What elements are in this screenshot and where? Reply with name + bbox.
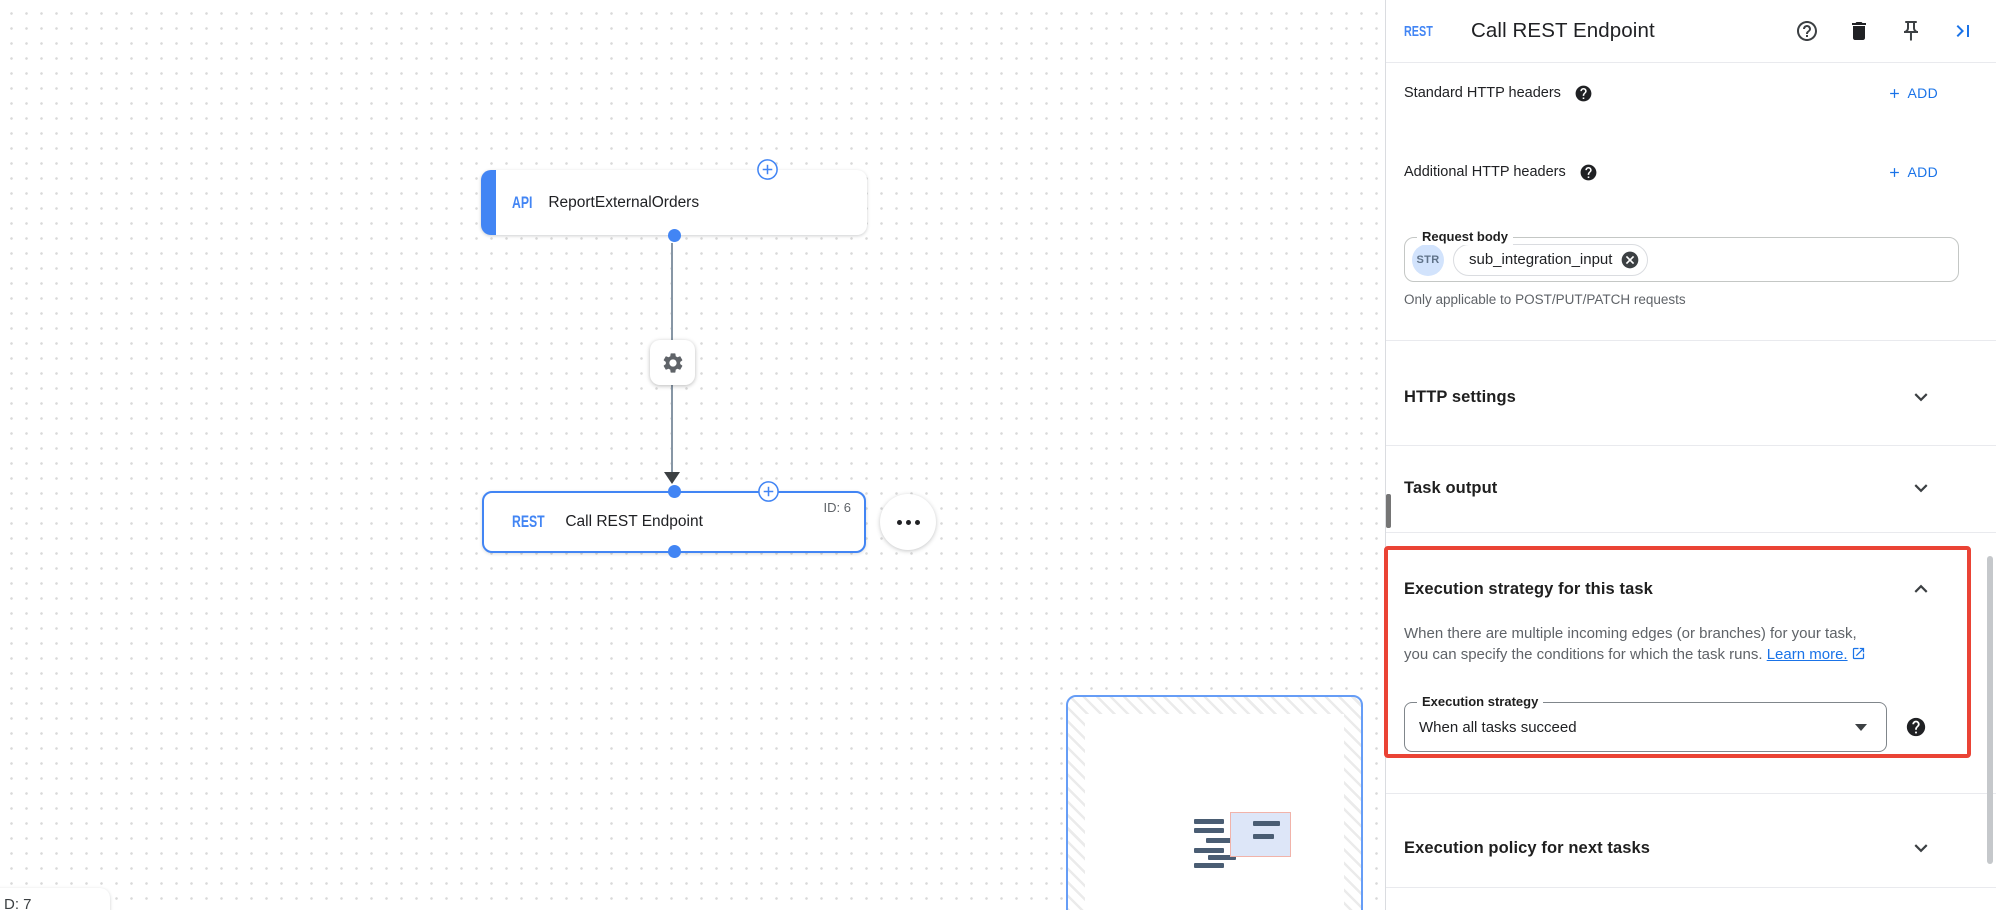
workflow-canvas[interactable]: API ReportExternalOrders REST Call REST …	[0, 0, 1385, 910]
panel-header: REST Call REST Endpoint	[1386, 0, 1996, 62]
add-standard-header-button[interactable]: ADD	[1887, 85, 1938, 101]
collapse-panel-icon[interactable]	[1951, 19, 1975, 43]
chevron-up-icon[interactable]	[1908, 576, 1934, 602]
string-type-chip: STR	[1412, 243, 1444, 276]
input-port[interactable]	[667, 485, 681, 498]
more-dots-icon	[896, 519, 902, 525]
open-in-new-icon[interactable]	[1851, 646, 1866, 667]
edge-arrowhead-icon	[664, 472, 680, 484]
edge-settings-button[interactable]	[650, 340, 695, 385]
trigger-node-label: ReportExternalOrders	[548, 193, 700, 211]
api-trigger-badge: API	[512, 192, 533, 212]
panel-title: Call REST Endpoint	[1471, 19, 1655, 42]
partial-node-id-label: D: 7	[4, 896, 32, 910]
section-execution-policy[interactable]: Execution policy for next tasks	[1404, 826, 1934, 870]
output-port[interactable]	[667, 229, 681, 242]
help-filled-icon[interactable]	[1579, 163, 1598, 182]
minimap-viewport	[1085, 714, 1344, 910]
add-additional-header-button[interactable]: ADD	[1887, 164, 1938, 180]
remove-value-icon[interactable]	[1620, 250, 1640, 270]
chevron-down-icon[interactable]	[1908, 835, 1934, 861]
request-body-helper: Only applicable to POST/PUT/PATCH reques…	[1404, 292, 1686, 307]
gear-icon	[663, 352, 682, 373]
rest-badge: REST	[1404, 22, 1433, 40]
plus-icon	[1889, 167, 1899, 177]
section-task-output[interactable]: Task output	[1404, 466, 1934, 510]
task-id-label: ID: 6	[823, 500, 851, 515]
section-http-settings[interactable]: HTTP settings	[1404, 375, 1934, 419]
help-filled-icon[interactable]	[1574, 84, 1593, 103]
dropdown-caret-icon[interactable]	[1855, 724, 1867, 731]
divider	[1386, 62, 1996, 63]
add-edge-icon[interactable]	[757, 480, 780, 503]
delete-icon[interactable]	[1847, 19, 1871, 43]
help-icon[interactable]	[1795, 19, 1819, 43]
divider	[1386, 532, 1996, 533]
task-node-label: Call REST Endpoint	[565, 513, 703, 530]
request-body-label: Request body	[1417, 229, 1513, 245]
divider	[1386, 887, 1996, 888]
rest-task-badge: REST	[512, 512, 545, 531]
minimap[interactable]	[1066, 695, 1363, 910]
learn-more-link[interactable]: Learn more.	[1766, 646, 1848, 663]
help-filled-icon[interactable]	[1905, 716, 1927, 738]
divider	[1386, 340, 1996, 341]
standard-http-headers-row: Standard HTTP headers ADD	[1404, 74, 1938, 112]
divider	[1386, 445, 1996, 446]
section-execution-strategy[interactable]: Execution strategy for this task	[1404, 567, 1934, 611]
execution-strategy-field-label: Execution strategy	[1417, 694, 1544, 710]
chevron-down-icon[interactable]	[1908, 384, 1934, 410]
request-body-value-chip[interactable]: sub_integration_input	[1453, 243, 1649, 276]
pin-icon[interactable]	[1899, 19, 1923, 43]
add-edge-icon[interactable]	[756, 158, 779, 181]
minimap-graph-icon	[1194, 812, 1324, 871]
task-node-call-rest-endpoint[interactable]: REST Call REST Endpoint ID: 6	[482, 481, 866, 558]
execution-strategy-value: When all tasks succeed	[1419, 718, 1577, 736]
panel-scrollbar-left[interactable]	[1386, 494, 1391, 528]
trigger-accent-bar	[481, 170, 496, 235]
plus-icon	[1889, 88, 1899, 98]
request-body-field[interactable]: Request body STR sub_integration_input	[1404, 229, 1959, 282]
execution-strategy-select[interactable]: Execution strategy When all tasks succee…	[1404, 694, 1887, 752]
partial-node-card[interactable]: D: 7	[0, 888, 110, 910]
output-port[interactable]	[667, 545, 681, 558]
divider	[1386, 793, 1996, 794]
execution-strategy-description: When there are multiple incoming edges (…	[1404, 623, 1956, 667]
additional-http-headers-row: Additional HTTP headers ADD	[1404, 153, 1938, 191]
panel-scrollbar-right[interactable]	[1987, 556, 1993, 864]
task-config-panel: REST Call REST Endpoint Standard HTTP	[1384, 0, 1996, 910]
more-options-button[interactable]	[880, 494, 936, 550]
chevron-down-icon[interactable]	[1908, 475, 1934, 501]
additional-http-headers-label: Additional HTTP headers	[1404, 164, 1566, 180]
trigger-node-report-external-orders[interactable]: API ReportExternalOrders	[481, 159, 867, 242]
standard-http-headers-label: Standard HTTP headers	[1404, 85, 1561, 101]
